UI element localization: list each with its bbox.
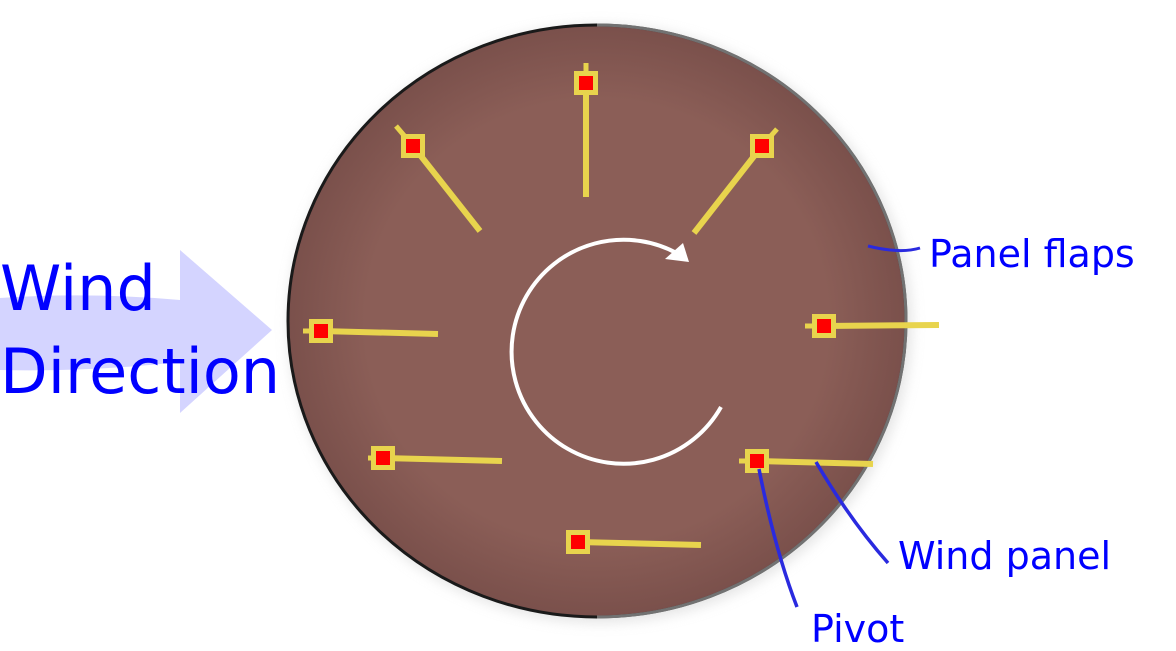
pivot-leader xyxy=(757,468,799,608)
pivot-point xyxy=(817,319,831,333)
disc-edge-highlight xyxy=(596,23,908,619)
pivot-point xyxy=(755,139,769,153)
pivot-point xyxy=(750,454,764,468)
pivot-point xyxy=(406,139,420,153)
wind-direction-arrow xyxy=(0,250,272,413)
pivot-point xyxy=(376,451,390,465)
wind-panel-blade xyxy=(691,144,765,235)
wind-direction-label-line2: Direction xyxy=(0,335,280,408)
rotation-arrowhead-icon xyxy=(665,243,689,262)
panel-flaps-leader xyxy=(867,244,921,253)
panel-flaps-label: Panel flaps xyxy=(929,232,1135,276)
wind-panel-blade xyxy=(823,322,940,329)
wind-panels xyxy=(303,63,940,554)
wind-panel-blade xyxy=(410,144,483,233)
wind-panel-label: Wind panel xyxy=(898,534,1111,578)
pivot-point xyxy=(314,324,328,338)
wind-direction-label-line1: Wind xyxy=(0,252,156,325)
pivot-point xyxy=(579,76,593,90)
wind-panel-blade xyxy=(577,539,702,548)
wind-panel-blade xyxy=(320,328,439,337)
wind-panel-blade xyxy=(382,455,503,464)
rotation-arrow xyxy=(509,237,723,466)
pivot-label: Pivot xyxy=(811,607,904,651)
pivot-point xyxy=(571,535,585,549)
wind-panel-leader xyxy=(814,461,890,565)
wind-panel-blade xyxy=(756,458,874,467)
